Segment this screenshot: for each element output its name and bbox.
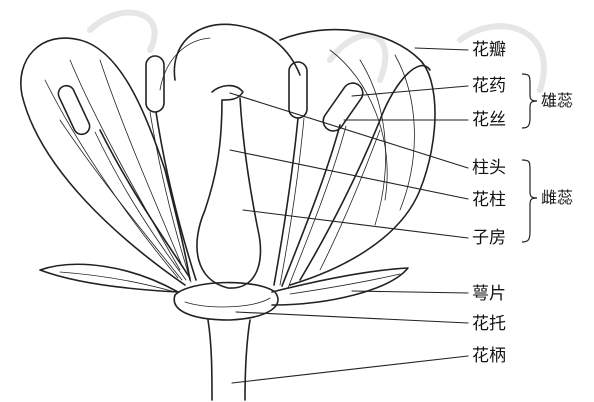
label-pedicel: 花柄 bbox=[472, 346, 506, 366]
stamen-brace bbox=[522, 74, 537, 128]
pistil-brace bbox=[522, 160, 537, 242]
label-petal: 花瓣 bbox=[472, 40, 506, 60]
label-filament: 花丝 bbox=[472, 110, 506, 130]
label-ovary: 子房 bbox=[472, 228, 506, 248]
label-style: 花柱 bbox=[472, 190, 506, 210]
group-pistil: 雌蕊 bbox=[541, 188, 573, 208]
label-stigma: 柱头 bbox=[472, 158, 506, 178]
label-sepal: 萼片 bbox=[472, 284, 506, 304]
label-anther: 花药 bbox=[472, 76, 506, 96]
label-receptacle: 花托 bbox=[472, 314, 506, 334]
group-stamen: 雄蕊 bbox=[541, 91, 573, 111]
